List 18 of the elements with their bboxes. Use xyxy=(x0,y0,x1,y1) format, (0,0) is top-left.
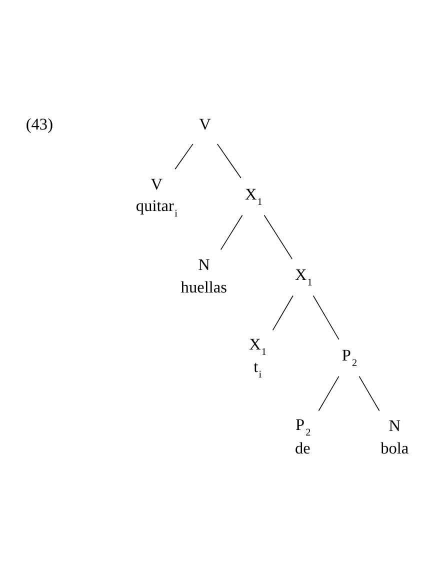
connector xyxy=(220,214,243,250)
node-text: X$_{1}$ xyxy=(294,264,312,288)
node-text: N bola xyxy=(380,416,409,457)
connector xyxy=(174,143,194,169)
connector xyxy=(358,375,380,411)
connector xyxy=(318,375,340,411)
node-text: P$_{2}$ xyxy=(342,345,358,369)
node-text: V quitar$_{i}$ xyxy=(136,174,178,219)
connector xyxy=(216,143,242,178)
node-text: X$_{1}$ xyxy=(245,184,262,208)
connector xyxy=(272,294,294,330)
node-text: X$_{1}$ t$_{i}$ xyxy=(249,334,266,380)
node-text: P$_{2}$ de xyxy=(294,414,311,457)
node-text: N huellas xyxy=(180,254,227,296)
node-text: V xyxy=(199,114,211,133)
connector xyxy=(264,214,292,259)
label: (43) xyxy=(26,114,53,133)
connector xyxy=(312,294,340,340)
